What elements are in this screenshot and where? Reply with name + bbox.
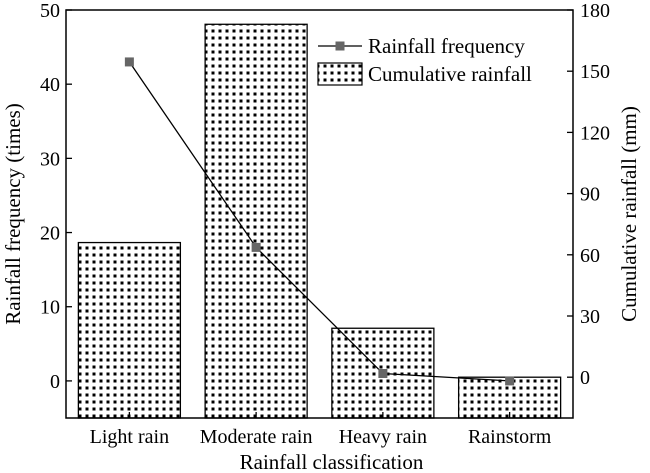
x-tick-label: Moderate rain	[200, 426, 313, 448]
right-tick-label: 180	[580, 0, 610, 22]
left-axis-title: Rainfall frequency (times)	[1, 103, 25, 325]
right-tick-label: 60	[580, 245, 600, 267]
x-tick-label: Rainstorm	[468, 426, 552, 448]
left-tick-label: 50	[40, 0, 60, 22]
frequency-marker-moderate-rain	[251, 242, 261, 252]
left-tick-label: 20	[40, 223, 60, 245]
line-series-group	[124, 57, 515, 386]
left-tick-label: 40	[40, 74, 60, 96]
right-tick-label: 90	[580, 184, 600, 206]
right-axis-title: Cumulative rainfall (mm)	[617, 106, 641, 322]
x-tick-label: Light rain	[90, 426, 169, 448]
right-axis-ticks: 0 30 60 90 120 150 180	[567, 0, 610, 389]
legend-marker-swatch	[335, 41, 345, 51]
left-tick-label: 0	[50, 371, 60, 393]
right-tick-label: 150	[580, 61, 610, 83]
right-tick-label: 30	[580, 306, 600, 328]
right-tick-label: 120	[580, 122, 610, 144]
bar-rainstorm	[457, 376, 562, 419]
frequency-marker-light-rain	[124, 57, 134, 67]
legend-label-frequency: Rainfall frequency	[368, 34, 525, 58]
legend-patch-swatch	[317, 62, 363, 86]
plot-frame	[65, 9, 574, 419]
x-tick-label: Heavy rain	[339, 426, 427, 448]
frequency-marker-heavy-rain	[378, 368, 388, 378]
legend-label-cumulative: Cumulative rainfall	[368, 62, 532, 86]
legend: Rainfall frequency Cumulative rainfall	[317, 34, 532, 86]
frequency-line	[128, 61, 510, 382]
frequency-marker-rainstorm	[505, 376, 515, 386]
bar-moderate-rain	[204, 23, 308, 419]
x-axis-ticks: Light rain Moderate rain Heavy rain Rainsto…	[90, 412, 552, 448]
bar-light-rain	[77, 241, 182, 419]
x-axis-title: Rainfall classification	[240, 450, 424, 473]
right-tick-label: 0	[580, 367, 590, 389]
left-tick-label: 30	[40, 148, 60, 170]
left-axis-ticks: 0 10 20 30 40 50	[40, 0, 72, 393]
left-tick-label: 10	[40, 297, 60, 319]
